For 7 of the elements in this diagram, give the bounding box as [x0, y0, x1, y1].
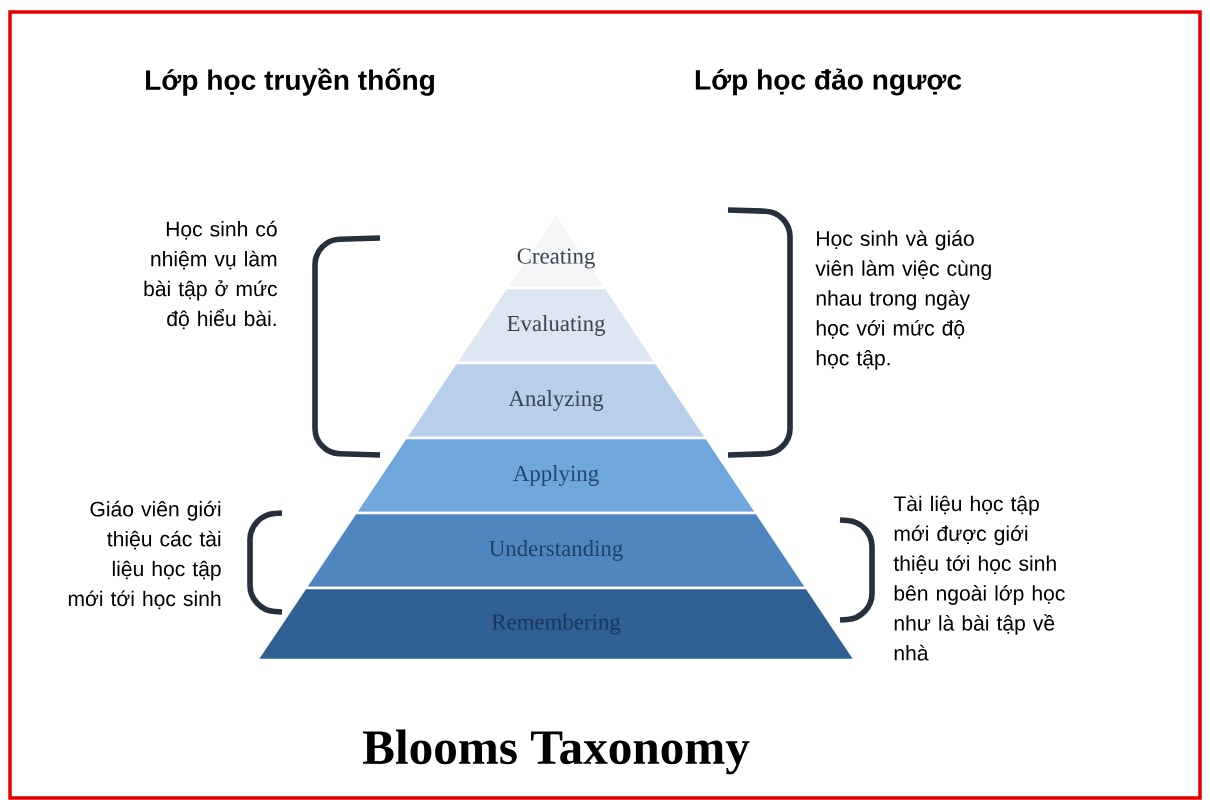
note-text: Học sinh có nhiệm vụ làm bài tập ở mức độ hiểu bài.	[144, 220, 278, 330]
note-text: Tài liệu học tập mới được giới thiệu tới học sinh bên ngoài lớp học như là bài tập về nhà	[893, 495, 1065, 661]
note-text: Học sinh và giáo viên làm việc cùng nhau trong ngày học với mức độ học tập.	[815, 230, 991, 370]
title: Blooms Taxonomy	[362, 729, 750, 775]
note-text: Giáo viên giới thiệu các tài liệu học tập mới tới học sinh	[68, 500, 221, 610]
column-heading: Lớp học đảo ngược	[695, 68, 962, 96]
column-heading: Lớp học truyền thống	[146, 68, 434, 96]
